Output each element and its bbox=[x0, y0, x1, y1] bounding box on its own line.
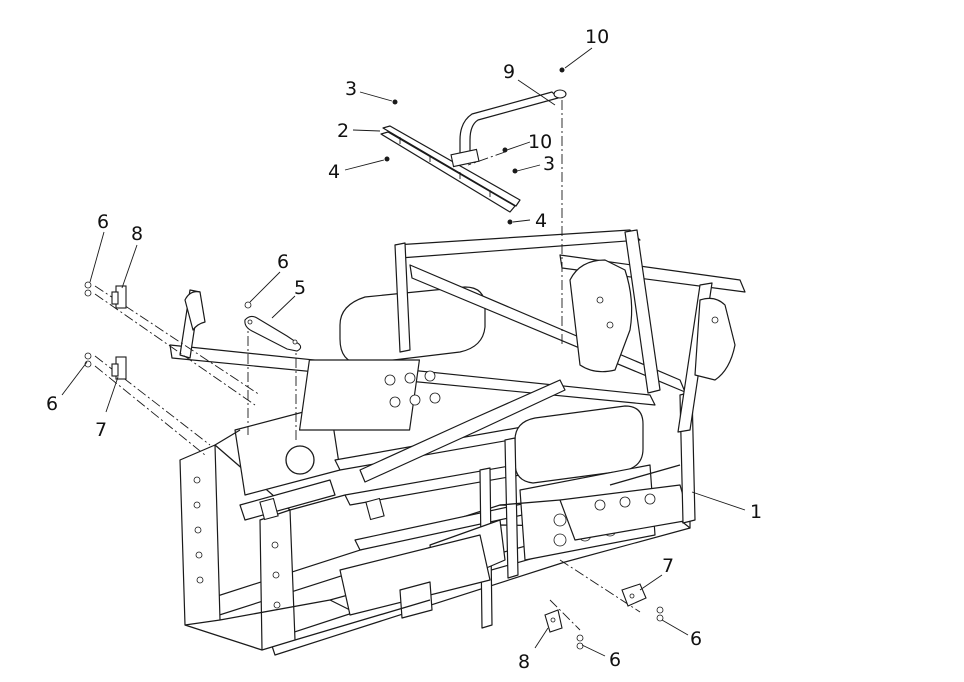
callout-6-upper-left: 6 bbox=[97, 211, 109, 233]
hardware bbox=[84, 67, 664, 650]
callout-3-top: 3 bbox=[345, 78, 357, 100]
callout-2: 2 bbox=[337, 120, 349, 142]
callout-8-left: 8 bbox=[131, 223, 143, 245]
callout-10-top: 10 bbox=[585, 26, 609, 48]
callout-10-mid: 10 bbox=[528, 131, 552, 153]
callout-6-lower-right: 6 bbox=[690, 628, 702, 650]
callout-4-left: 4 bbox=[328, 161, 340, 183]
main-frame bbox=[169, 229, 746, 656]
part-7-bracket-left bbox=[111, 356, 127, 380]
part-2-crossbar bbox=[380, 125, 521, 213]
part-5-bracket bbox=[244, 315, 302, 352]
callout-5: 5 bbox=[294, 277, 306, 299]
callout-8-bottom: 8 bbox=[518, 651, 530, 673]
callout-9: 9 bbox=[503, 61, 515, 83]
callout-4-right: 4 bbox=[535, 210, 547, 232]
callout-6-bottom: 6 bbox=[609, 649, 621, 671]
leader-lines bbox=[61, 47, 746, 657]
callout-6-lower-left: 6 bbox=[46, 393, 58, 415]
callout-7-right: 7 bbox=[662, 555, 674, 577]
callout-7-left: 7 bbox=[95, 419, 107, 441]
callout-3-right: 3 bbox=[543, 153, 555, 175]
callout-1: 1 bbox=[750, 501, 762, 523]
callout-6-center: 6 bbox=[277, 251, 289, 273]
part-8-bracket-upper-left bbox=[111, 285, 127, 309]
part-8-bracket-bottom bbox=[544, 609, 563, 633]
part-9-grab-bar bbox=[450, 89, 567, 168]
callout-labels: 1 2 3 3 4 4 5 6 6 6 6 6 7 7 8 8 9 10 10 bbox=[46, 26, 762, 673]
